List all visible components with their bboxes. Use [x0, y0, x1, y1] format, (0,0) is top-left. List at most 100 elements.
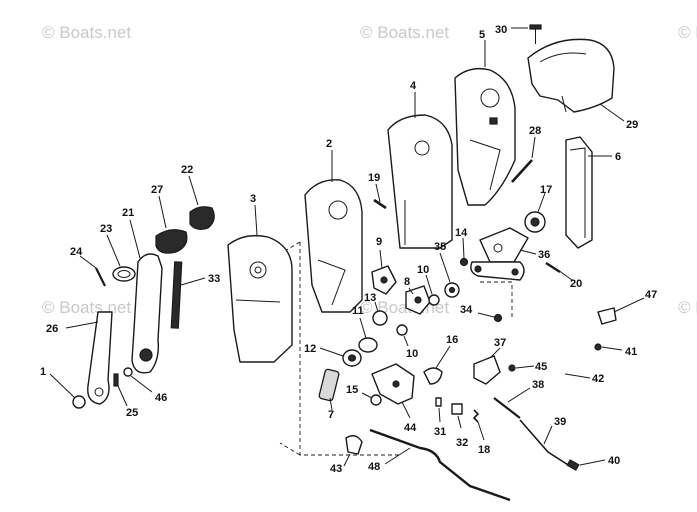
part-43-plug — [345, 435, 363, 455]
part-4-housing — [387, 114, 453, 249]
callout-25: 25 — [126, 407, 138, 419]
part-48-rod — [369, 428, 511, 502]
callout-10b: 10 — [406, 348, 418, 360]
watermark-text: © Boats.net — [42, 298, 131, 317]
part-2-housing — [304, 179, 363, 313]
callout-46: 46 — [155, 392, 167, 404]
part-26-lever — [87, 311, 113, 405]
callout-48: 48 — [368, 461, 380, 473]
part-1-washer — [72, 395, 86, 409]
part-6-side-plate — [565, 136, 593, 249]
callout-22: 22 — [181, 164, 193, 176]
callout-21: 21 — [122, 207, 134, 219]
callout-1: 1 — [40, 366, 46, 378]
callout-43: 43 — [330, 463, 342, 475]
callout-31: 31 — [434, 426, 446, 438]
part-5-housing — [454, 67, 516, 206]
callout-24: 24 — [70, 246, 83, 258]
part-22-grip — [189, 206, 215, 230]
callout-15: 15 — [346, 384, 358, 396]
part-15-washer — [370, 394, 382, 406]
part-33-rod — [170, 261, 183, 329]
callout-32: 32 — [456, 437, 468, 449]
part-27-grip — [155, 229, 188, 254]
part-28-bolt — [511, 159, 533, 183]
part-11-ring — [358, 337, 378, 353]
callout-2: 2 — [326, 138, 332, 150]
part-42-pin — [564, 373, 579, 377]
callout-7: 7 — [328, 409, 334, 421]
callout-44: 44 — [404, 422, 417, 434]
callout-16: 16 — [446, 334, 458, 346]
part-13-ring — [372, 310, 388, 326]
callout-38: 38 — [532, 379, 544, 391]
part-36-bracket — [479, 227, 529, 263]
callout-35: 35 — [434, 241, 446, 253]
callout-4: 4 — [410, 80, 417, 92]
callout-29: 29 — [626, 119, 638, 131]
part-29-cover — [527, 38, 615, 113]
callout-6: 6 — [615, 151, 621, 163]
callout-14: 14 — [455, 227, 468, 239]
callout-18: 18 — [478, 444, 490, 456]
callout-33: 33 — [208, 273, 220, 285]
part-44-cam-plate — [371, 363, 415, 405]
callout-3: 3 — [250, 193, 256, 205]
callout-23: 23 — [100, 223, 112, 235]
callout-9: 9 — [376, 236, 382, 248]
part-39-cable — [519, 419, 577, 471]
part-16-clip — [423, 367, 443, 385]
part-34-nut — [493, 313, 503, 323]
callout-28: 28 — [529, 125, 541, 137]
callout-45: 45 — [535, 361, 547, 373]
callout-36: 36 — [538, 249, 550, 261]
callout-5: 5 — [479, 29, 485, 41]
part-7-shaft — [318, 368, 340, 402]
part-41-nut — [594, 343, 602, 351]
part-32-block — [451, 403, 463, 415]
part-18-spring — [472, 409, 480, 423]
part-3-cover — [227, 234, 293, 363]
callout-37: 37 — [494, 337, 506, 349]
callout-10a: 10 — [417, 264, 429, 276]
part-14-nut — [459, 257, 469, 267]
callout-27: 27 — [151, 184, 163, 196]
part-19-pin — [373, 198, 387, 210]
part-10-washer — [396, 324, 408, 336]
part-23-ring — [112, 266, 136, 282]
part-47-clip — [597, 307, 617, 325]
callout-19: 19 — [368, 172, 380, 184]
callout-13: 13 — [364, 292, 376, 304]
part-20-screw — [545, 261, 561, 274]
watermark-text: © Boats.net — [678, 298, 697, 317]
callout-8: 8 — [404, 276, 410, 288]
part-31-pin — [435, 397, 442, 407]
part-17-bushing — [524, 211, 546, 233]
part-30-screw — [529, 24, 542, 44]
part-35-link — [470, 261, 525, 281]
watermark-text: © Boats.net — [360, 23, 449, 42]
callout-11: 11 — [352, 305, 364, 317]
part-35-ring — [444, 282, 460, 298]
part-37-switch — [473, 355, 501, 385]
part-25-pin — [113, 373, 119, 387]
part-9-cam — [371, 265, 397, 295]
part-12-bushing — [342, 349, 362, 367]
callout-47: 47 — [645, 289, 657, 301]
callout-40: 40 — [608, 455, 620, 467]
part-24-pin — [95, 267, 106, 287]
callout-12: 12 — [304, 343, 316, 355]
callout-39: 39 — [554, 416, 566, 428]
part-40-connector — [566, 459, 580, 471]
part-46-washer — [123, 367, 133, 377]
watermark-text: © Boats.net — [678, 23, 697, 42]
callout-41: 41 — [625, 346, 637, 358]
callout-17: 17 — [540, 184, 552, 196]
callouts: 1 2 3 4 5 6 7 8 9 10 10 11 12 13 14 15 1 — [40, 24, 657, 475]
part-21-handle — [131, 253, 163, 374]
part-38-cable — [493, 397, 521, 419]
callout-26: 26 — [46, 323, 58, 335]
callout-42: 42 — [592, 373, 604, 385]
part-10-washer — [428, 294, 440, 306]
